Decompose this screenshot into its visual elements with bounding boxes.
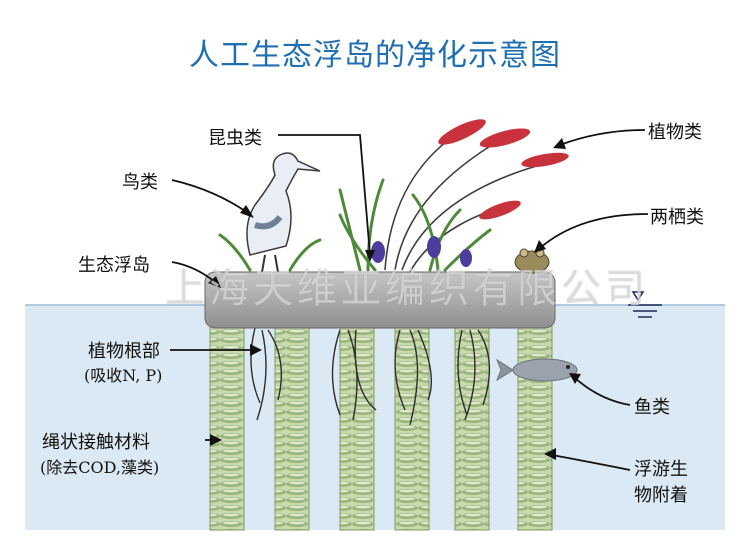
arrow-birds — [171, 179, 249, 214]
arrow-eco-island — [171, 261, 216, 283]
label-plants: 植物类 — [648, 122, 702, 143]
label-fish: 鱼类 — [634, 397, 670, 418]
arrow-insects — [278, 134, 371, 256]
reed-plumes — [438, 119, 569, 220]
label-birds: 鸟类 — [122, 172, 158, 193]
iris-flowers — [371, 236, 472, 267]
label-rope-material: 绳状接触材料 — [42, 432, 150, 453]
rope-column — [339, 324, 375, 531]
label-eco-island: 生态浮岛 — [78, 255, 150, 276]
water-level-icon — [628, 291, 662, 318]
grass-leaves — [218, 178, 492, 272]
rope-column — [454, 324, 490, 531]
label-plankton-line1: 浮游生 — [634, 459, 688, 480]
arrow-fish — [574, 377, 631, 406]
plant-roots — [250, 327, 491, 426]
label-plant-roots-note: (吸收N, P) — [84, 366, 163, 385]
heron-bird — [246, 152, 321, 273]
frog — [514, 248, 550, 274]
float-island — [204, 271, 556, 329]
page-title: 人工生态浮岛的净化示意图 — [189, 38, 561, 73]
arrow-plankton — [551, 454, 631, 471]
fish — [495, 358, 578, 382]
rope-column — [274, 324, 310, 531]
rope-column — [209, 324, 245, 531]
label-rope-material-note: (除去COD,藻类) — [40, 458, 160, 477]
water-body — [25, 305, 725, 530]
rope-column — [394, 324, 430, 531]
rope-column — [517, 324, 553, 531]
arrow-amphibians — [539, 213, 649, 249]
rope-columns — [209, 324, 553, 531]
label-insects: 昆虫类 — [208, 128, 262, 149]
label-plant-roots: 植物根部 — [88, 341, 160, 362]
label-amphibians: 两栖类 — [650, 207, 704, 228]
leader-arrows — [170, 129, 649, 471]
arrow-heads — [208, 138, 581, 460]
label-plankton-line2: 物附着 — [634, 485, 688, 506]
arrow-plants — [559, 129, 646, 146]
